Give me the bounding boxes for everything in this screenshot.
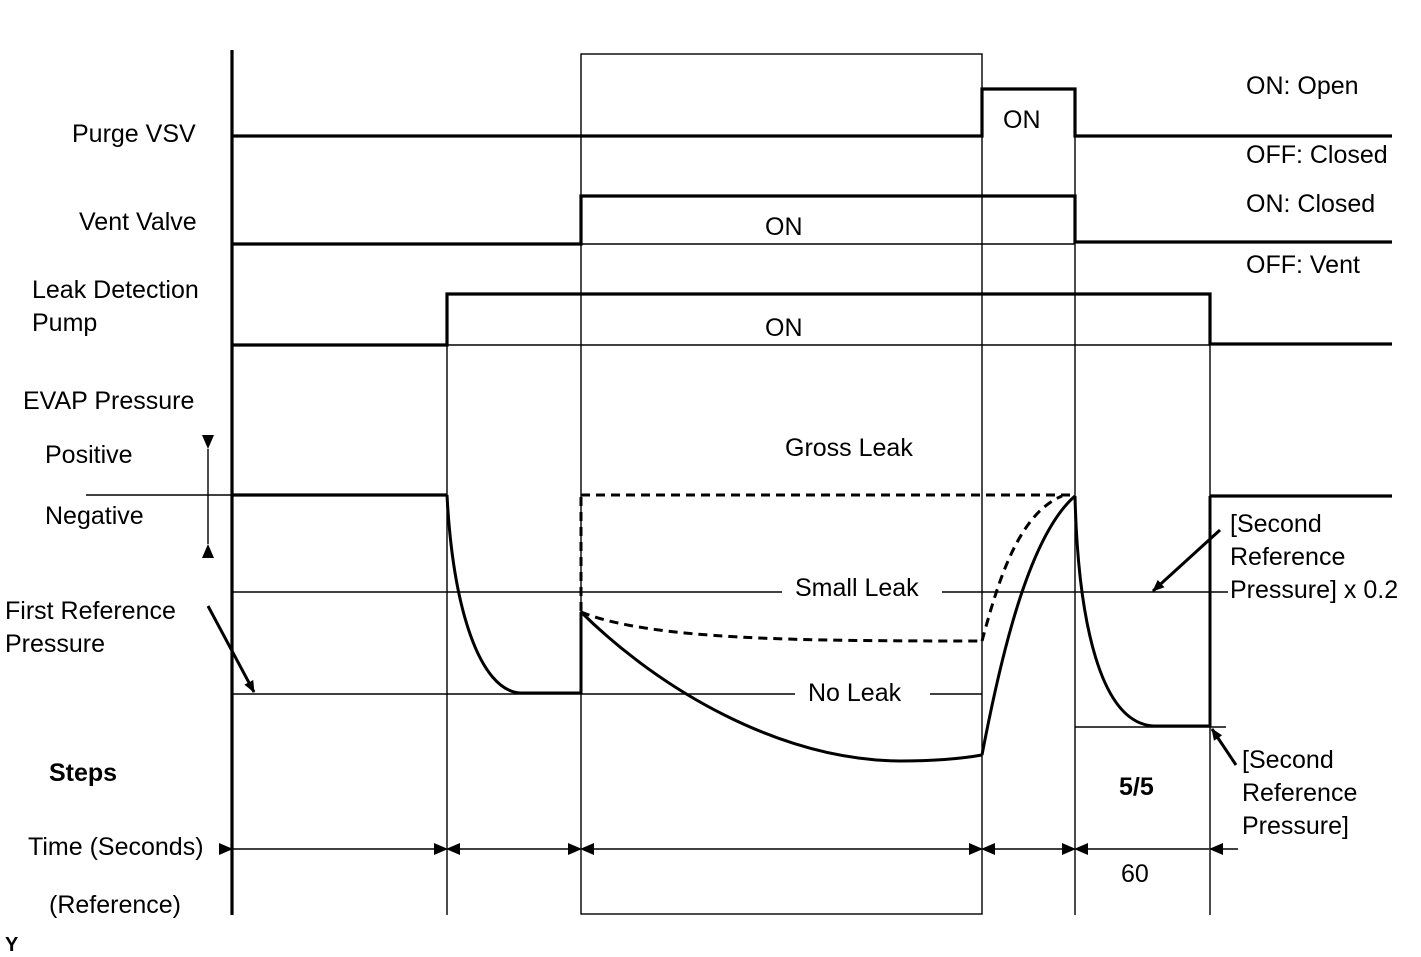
leak-pump-label-1: Leak Detection xyxy=(32,276,199,304)
first-ref-pointer xyxy=(206,605,256,693)
positive-label: Positive xyxy=(45,441,133,469)
second-ref-x02-label-1: [Second xyxy=(1230,510,1322,538)
legend-labels: ON: Open OFF: Closed ON: Closed OFF: Ven… xyxy=(1246,72,1388,279)
step-5-seconds: 60 xyxy=(1121,860,1149,888)
no-leak-recovery xyxy=(980,494,1076,756)
pump-on-label: ON xyxy=(765,314,803,342)
purge-vsv-label: Purge VSV xyxy=(72,120,196,148)
vent-valve-trace xyxy=(232,194,1392,246)
small-leak-label: Small Leak xyxy=(795,574,919,602)
second-ref-x02-pointer xyxy=(1151,528,1222,593)
second-ref-label-1: [Second xyxy=(1242,746,1334,774)
corner-letter: Y xyxy=(5,934,19,956)
reference-label: (Reference) xyxy=(49,891,181,919)
step-5-label: 5/5 xyxy=(1119,773,1154,801)
legend-purge-off: OFF: Closed xyxy=(1246,141,1388,169)
second-ref-x02-label-3: Pressure] x 0.2 xyxy=(1230,576,1398,604)
gross-leak-label: Gross Leak xyxy=(785,434,913,462)
legend-vent-off: OFF: Vent xyxy=(1246,251,1360,279)
no-leak-curve xyxy=(579,610,983,763)
second-ref-x02-label-2: Reference xyxy=(1230,543,1345,571)
small-leak-recovery xyxy=(980,494,1063,642)
purge-vsv-trace xyxy=(232,87,1392,138)
evap-pressure-label: EVAP Pressure xyxy=(23,387,194,415)
small-leak-curve xyxy=(580,610,983,643)
negative-label: Negative xyxy=(45,502,144,530)
purge-on-label: ON xyxy=(1003,106,1041,134)
first-ref-curve xyxy=(445,494,583,695)
no-leak-label: No Leak xyxy=(808,679,902,707)
time-label: Time (Seconds) xyxy=(28,833,204,861)
leak-pump-trace xyxy=(232,292,1392,347)
second-ref-label-2: Reference xyxy=(1242,779,1357,807)
second-ref-pointer xyxy=(1210,728,1238,766)
leak-pump-label-2: Pump xyxy=(32,309,97,337)
evap-pressure-traces xyxy=(86,493,1392,763)
legend-purge-on: ON: Open xyxy=(1246,72,1359,100)
first-ref-label-1: First Reference xyxy=(5,597,176,625)
curve-labels: Gross Leak Small Leak No Leak xyxy=(785,434,919,707)
first-ref-label-2: Pressure xyxy=(5,630,105,658)
vent-on-label: ON xyxy=(765,213,803,241)
legend-vent-on: ON: Closed xyxy=(1246,190,1375,218)
frame-lines xyxy=(230,50,1211,915)
second-ref-curve xyxy=(1073,495,1212,728)
state-labels: ON ON ON xyxy=(765,106,1041,342)
vent-valve-label: Vent Valve xyxy=(79,208,197,236)
annotation-labels: [Second Reference Pressure] x 0.2 [Secon… xyxy=(1230,510,1398,840)
signal-labels: Purge VSV Vent Valve Leak Detection Pump… xyxy=(5,120,204,919)
steps-label: Steps xyxy=(49,759,117,787)
second-ref-label-3: Pressure] xyxy=(1242,812,1349,840)
